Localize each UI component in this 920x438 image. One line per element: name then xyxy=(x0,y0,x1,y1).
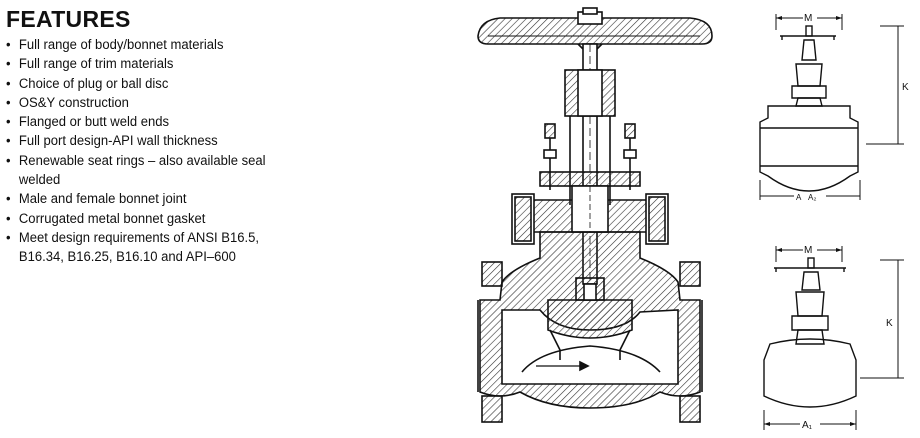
valve-disc-icon xyxy=(547,277,633,339)
features-section: FEATURES Full range of body/bonnet mater… xyxy=(6,6,316,268)
feature-item-continuation: B16.34, B16.25, B16.10 and API–600 xyxy=(18,249,236,266)
dimension-label-a2: A₂ xyxy=(808,193,816,202)
feature-item: Full port design-API wall thickness xyxy=(6,132,291,152)
dimension-label-m: M xyxy=(804,13,812,24)
bonnet-icon xyxy=(511,185,669,245)
weld-end-valve-outline xyxy=(763,246,904,430)
dimension-label-a: A xyxy=(796,193,802,202)
features-list: Full range of body/bonnet materials Full… xyxy=(6,36,316,268)
dimension-label-m-weld: M xyxy=(804,245,812,256)
feature-item: Meet design requirements of ANSI B16.5, xyxy=(6,229,291,249)
dimension-label-k-weld: K xyxy=(886,318,893,329)
m-label-backdrop xyxy=(803,12,817,24)
handwheel-icon xyxy=(477,7,713,58)
feature-item: Flanged or butt weld ends xyxy=(6,113,291,133)
globe-valve-cross-section xyxy=(477,7,713,423)
feature-item: OS&Y construction xyxy=(6,94,291,114)
dimension-label-k: K xyxy=(902,82,909,93)
feature-item-continuation: welded xyxy=(18,172,61,189)
feature-item: Full range of trim materials xyxy=(6,55,291,75)
feature-item: Full range of body/bonnet materials xyxy=(6,36,291,56)
feature-item: Choice of plug or ball disc xyxy=(6,75,291,95)
feature-item: Male and female bonnet joint xyxy=(6,190,291,210)
a1-label-backdrop xyxy=(800,418,820,430)
dimension-label-a1: A₁ xyxy=(802,420,813,431)
flanged-end-valve-outline xyxy=(759,14,904,200)
features-title: FEATURES xyxy=(6,6,131,32)
gland-bolt-icon xyxy=(539,123,641,190)
m-label-backdrop-weld xyxy=(803,244,817,256)
feature-item: Corrugated metal bonnet gasket xyxy=(6,210,291,230)
a-label-backdrop xyxy=(794,192,826,202)
feature-item: Renewable seat rings – also available se… xyxy=(6,152,291,172)
